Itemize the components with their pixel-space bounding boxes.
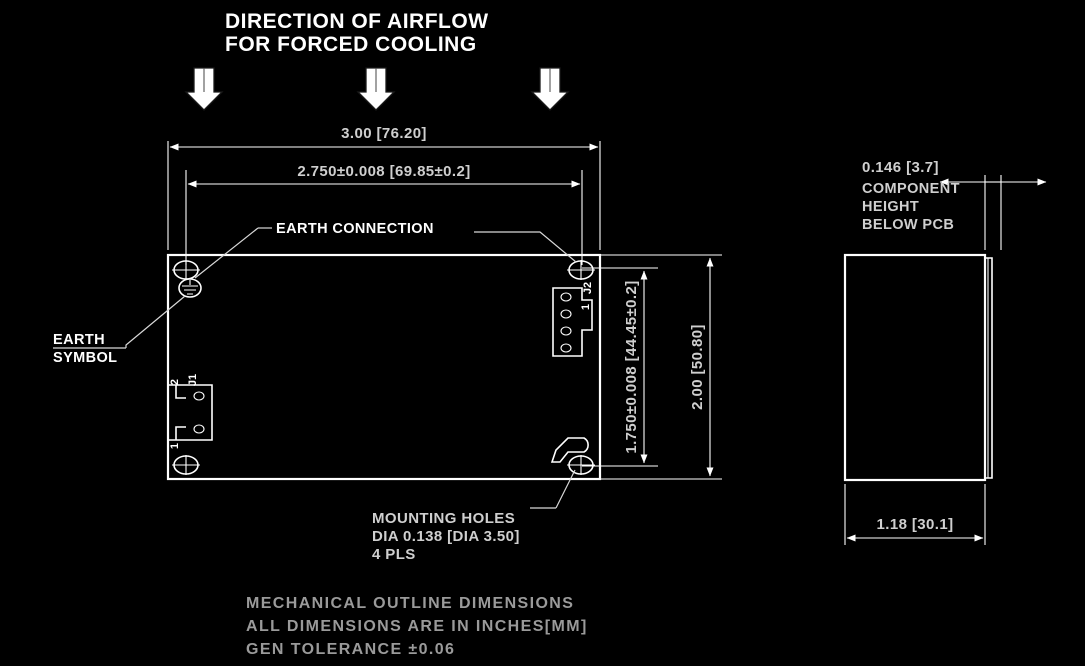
mounting-hole-bottom-right [567, 455, 595, 475]
airflow-title-line1: DIRECTION OF AIRFLOW [225, 10, 489, 33]
overall-height-value: 2.00 [50.80] [689, 324, 706, 410]
mounting-holes-note-line3: 4 PLS [372, 546, 416, 563]
earth-symbol-icon [178, 278, 202, 298]
footer-line2: ALL DIMENSIONS ARE IN INCHES[MM] [246, 618, 588, 635]
mounting-height-value: 1.750±0.008 [44.45±0.2] [623, 280, 640, 453]
earth-symbol-label-line2: SYMBOL [53, 350, 117, 366]
connector-j2-pin-1: 1 [580, 304, 592, 310]
dimension-mounting-height: 1.750±0.008 [44.45±0.2] [623, 270, 648, 464]
mounting-holes-leader [530, 469, 576, 509]
earth-symbol-label-line1: EARTH [53, 332, 105, 348]
airflow-arrow-icon-2 [356, 67, 396, 111]
connector-j1 [168, 384, 213, 441]
component-height-note-line1: COMPONENT [862, 181, 960, 197]
mounting-width-value: 2.750±0.008 [69.85±0.2] [297, 163, 470, 180]
mounting-holes-note-line2: DIA 0.138 [DIA 3.50] [372, 528, 520, 545]
connector-j1-pin-1: 1 [169, 443, 181, 449]
footer-line1: MECHANICAL OUTLINE DIMENSIONS [246, 595, 574, 612]
earth-connection-leader [194, 227, 577, 279]
mounting-slot-outline [550, 437, 589, 463]
earth-connection-label: EARTH CONNECTION [276, 221, 434, 237]
connector-j2 [552, 287, 593, 357]
dimension-side-depth: 1.18 [30.1] [846, 516, 984, 542]
mounting-holes-note-line1: MOUNTING HOLES [372, 510, 515, 527]
connector-j1-pin-2: 2 [169, 379, 181, 385]
mounting-hole-top-right [567, 260, 595, 280]
component-height-note-line2: HEIGHT [862, 199, 919, 215]
airflow-title-line2: FOR FORCED COOLING [225, 33, 477, 56]
component-height-value: 0.146 [3.7] [862, 159, 939, 176]
overall-width-value: 3.00 [76.20] [341, 125, 427, 142]
dimension-overall-width: 3.00 [76.20] [169, 125, 599, 151]
pcb-outline-side-view [843, 253, 987, 482]
side-depth-value: 1.18 [30.1] [877, 516, 954, 533]
pcb-outline-top-view [166, 253, 602, 481]
earth-symbol-leader [53, 295, 186, 349]
dimension-mounting-width: 2.750±0.008 [69.85±0.2] [187, 163, 581, 188]
dimension-component-height: 0.146 [3.7] [862, 159, 1047, 186]
connector-j1-label: J1 [187, 374, 199, 386]
connector-j2-label: J2 [582, 282, 594, 294]
airflow-arrow-icon-1 [184, 67, 224, 111]
mounting-hole-bottom-left [172, 455, 200, 475]
airflow-arrow-icon-3 [530, 67, 570, 111]
footer-line3: GEN TOLERANCE ±0.06 [246, 641, 455, 658]
component-height-note-line3: BELOW PCB [862, 217, 954, 233]
dimension-overall-height: 2.00 [50.80] [689, 257, 714, 477]
